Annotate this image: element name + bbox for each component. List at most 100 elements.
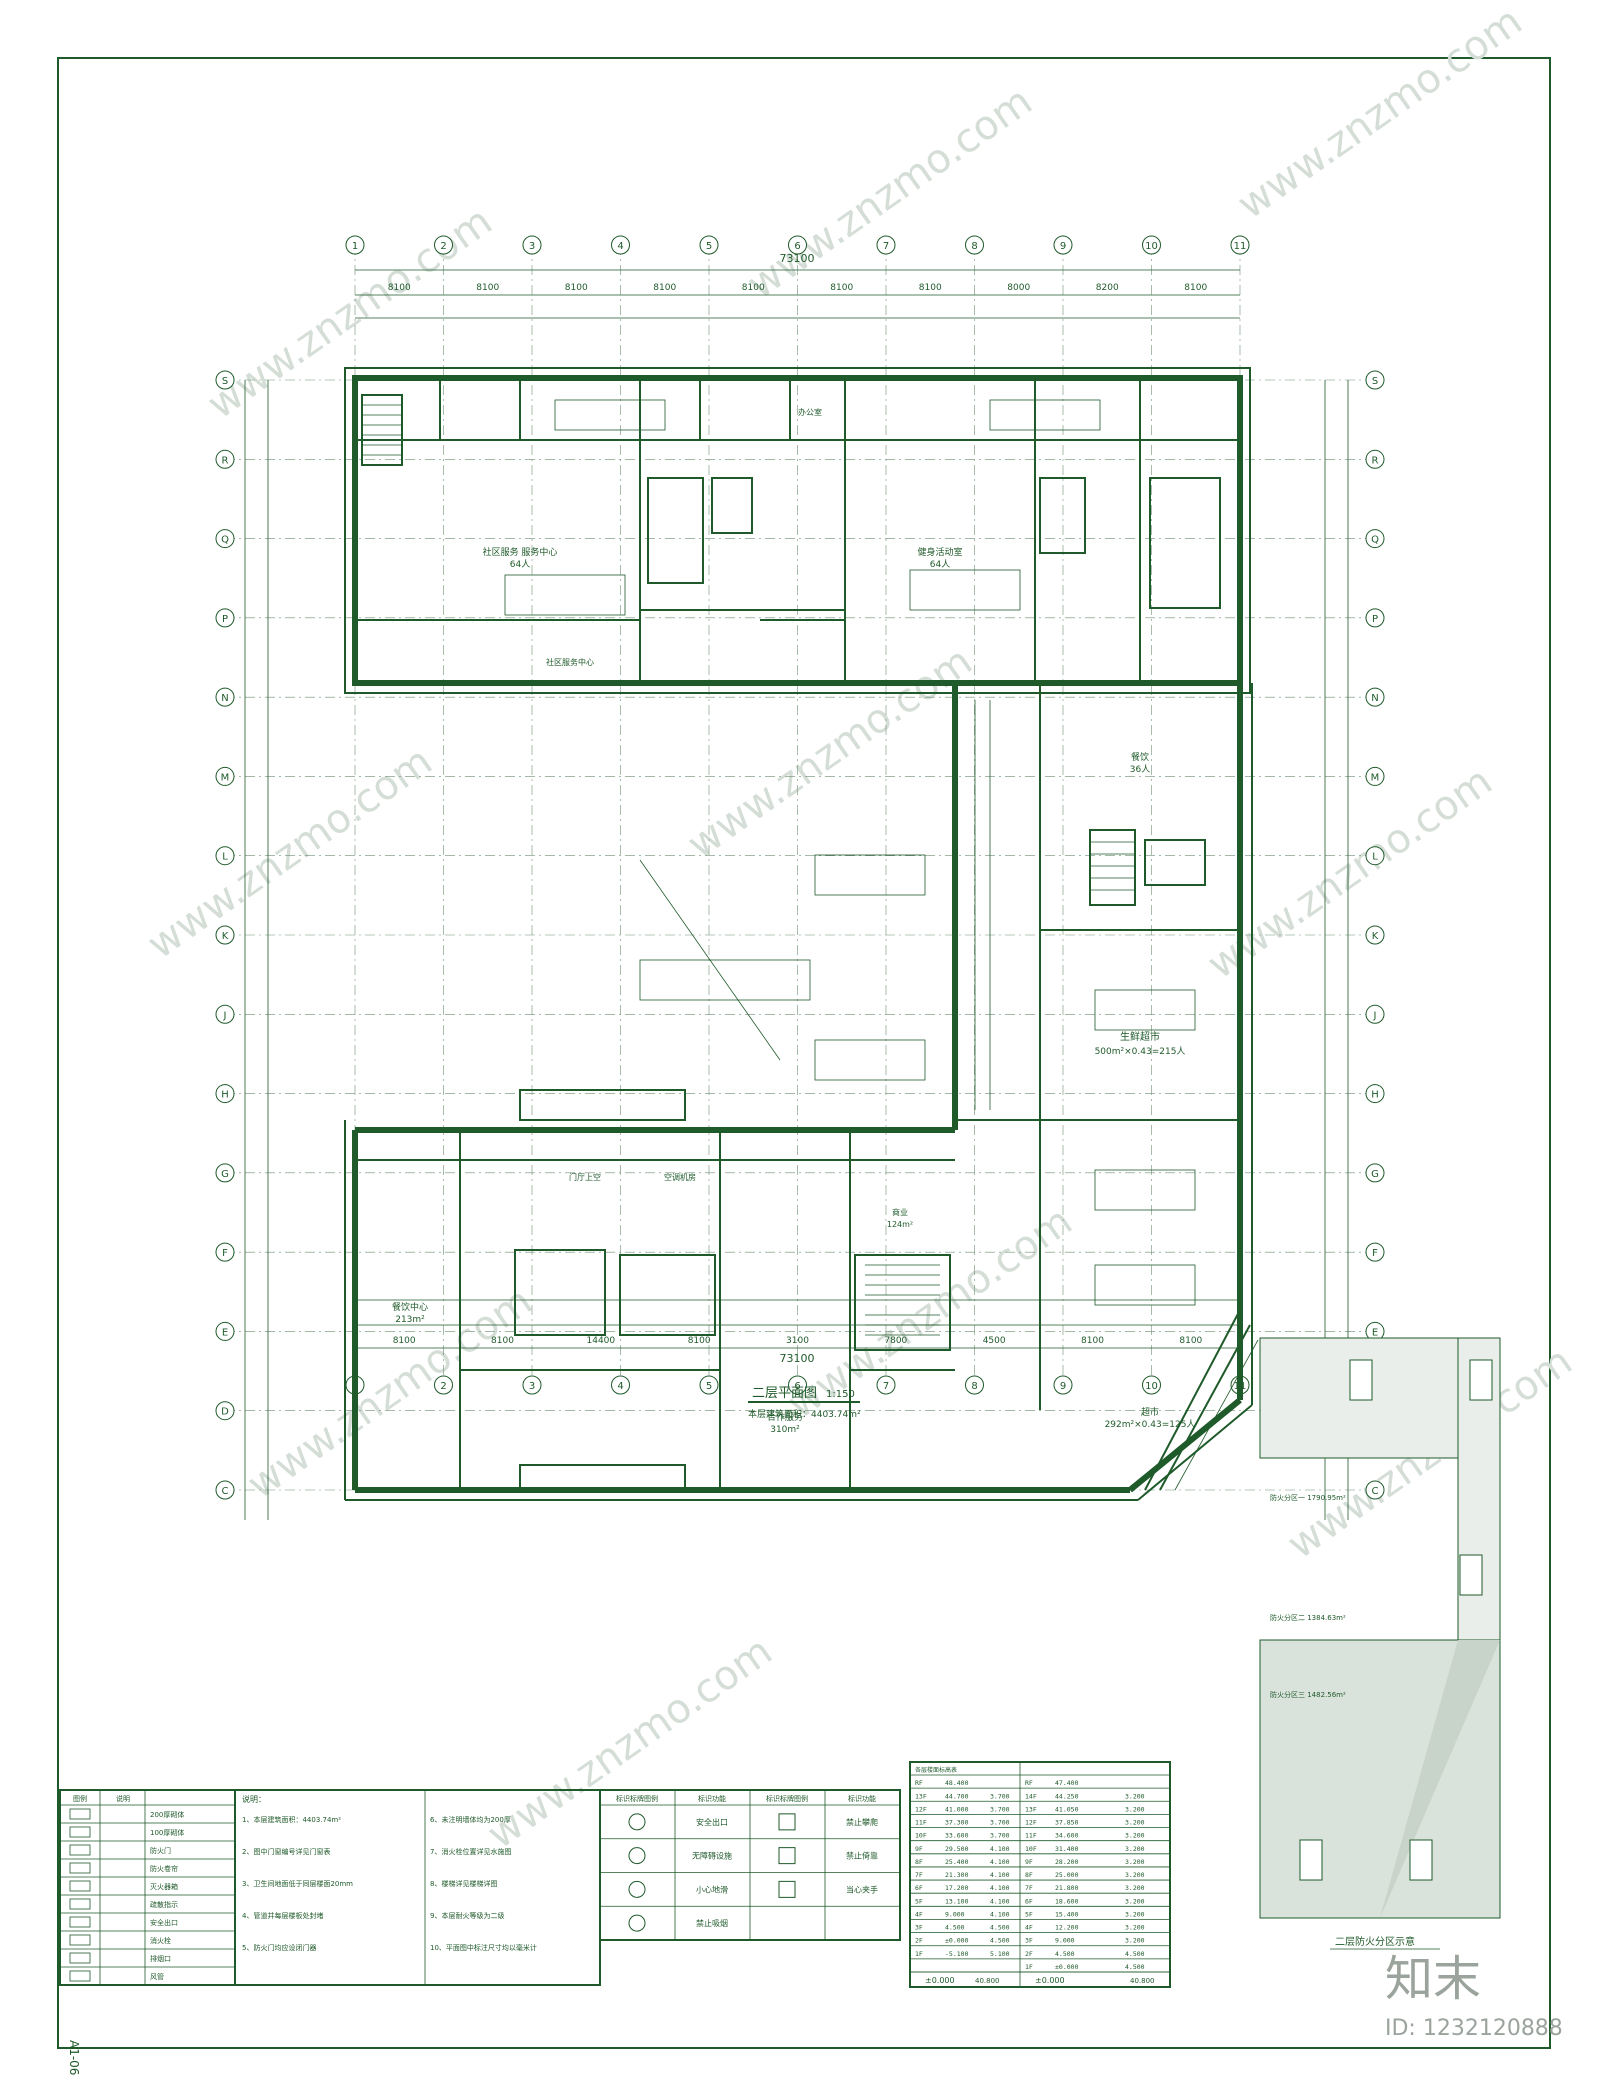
level-floor: 3F bbox=[915, 1924, 923, 1932]
column-bubble bbox=[876, 1375, 896, 1395]
row-axis-label: R bbox=[222, 455, 229, 466]
row-axis-label: S bbox=[222, 376, 228, 387]
bay-dimension: 8100 bbox=[830, 283, 853, 293]
level-elevation: 33.600 bbox=[945, 1832, 969, 1840]
level-height: 4.500 bbox=[990, 1937, 1010, 1945]
general-notes: 说明： 1、本层建筑面积：4403.74m²2、图中门窗编号详见门窗表3、卫生间… bbox=[234, 1789, 601, 1986]
row-axis-label: S bbox=[1372, 376, 1378, 387]
watermark-text: www.znzmo.com bbox=[739, 78, 1040, 308]
row-bubble bbox=[1365, 687, 1385, 707]
legend-symbol bbox=[69, 1898, 91, 1910]
row-bubble bbox=[1365, 925, 1385, 945]
row-axis-label: K bbox=[1372, 931, 1379, 942]
level-footer-right-value: 40.800 bbox=[1130, 1977, 1155, 1985]
bay-dimension: 8100 bbox=[1184, 283, 1207, 293]
level-height: 3.700 bbox=[990, 1832, 1010, 1840]
watermark-text: www.znzmo.com bbox=[779, 1198, 1080, 1428]
level-elevation: 44.700 bbox=[945, 1792, 969, 1800]
legend-symbol bbox=[69, 1916, 91, 1928]
level-floor: 10F bbox=[1025, 1845, 1037, 1853]
row-bubble bbox=[215, 529, 235, 549]
row-bubble bbox=[1365, 1163, 1385, 1183]
column-axis-label: 10 bbox=[1145, 241, 1158, 252]
row-axis-label: M bbox=[1371, 772, 1380, 783]
sign-header: 标识标牌图例 bbox=[616, 1794, 658, 1803]
sign-icon bbox=[778, 1813, 796, 1831]
north-wing-outline bbox=[352, 375, 1243, 686]
sign-function: 当心夹手 bbox=[846, 1884, 878, 1894]
column-bubble bbox=[434, 235, 453, 255]
sign-icon bbox=[778, 1847, 796, 1865]
level-floor: 13F bbox=[1025, 1805, 1037, 1813]
room-label: 合作服务 bbox=[767, 1411, 803, 1423]
row-axis-label: E bbox=[222, 1327, 228, 1338]
column-bubble bbox=[611, 235, 630, 255]
row-axis-bubbles: SSRRQQPPNNMMLLKKJJHHGGFFEEDDCC bbox=[215, 370, 1385, 1500]
bay-dimension: 4500 bbox=[983, 1336, 1006, 1346]
row-bubble bbox=[215, 687, 235, 707]
legend-item-label: 100厚砌体 bbox=[150, 1828, 184, 1837]
row-bubble bbox=[1365, 1242, 1385, 1262]
column-bubble bbox=[1142, 1375, 1161, 1395]
legend-symbol bbox=[69, 1844, 91, 1856]
row-axis-label: E bbox=[1372, 1327, 1378, 1338]
room-label: 社区服务 服务中心 bbox=[483, 546, 558, 558]
note-item: 1、本层建筑面积：4403.74m² bbox=[242, 1815, 341, 1824]
level-floor: 11F bbox=[1025, 1832, 1037, 1840]
level-elevation: 29.500 bbox=[945, 1845, 969, 1853]
bay-dimension: 8100 bbox=[393, 1336, 416, 1346]
north-west-stair bbox=[361, 394, 403, 466]
row-bubble bbox=[215, 1321, 235, 1341]
bay-dimension: 8200 bbox=[1096, 283, 1119, 293]
row-axis-label: F bbox=[222, 1248, 228, 1259]
bay-dimension: 8100 bbox=[688, 1336, 711, 1346]
row-bubble bbox=[215, 1480, 235, 1500]
legend-item-label: 200厚砌体 bbox=[150, 1810, 184, 1819]
row-bubble bbox=[1365, 1084, 1385, 1104]
legend-symbol bbox=[69, 1862, 91, 1874]
drawing-scale: 1:150 bbox=[826, 1389, 855, 1400]
room-occupancy: 310m² bbox=[770, 1425, 800, 1435]
level-elevation: ±0.000 bbox=[1055, 1963, 1079, 1971]
notes-items: 1、本层建筑面积：4403.74m²2、图中门窗编号详见门窗表3、卫生间地面低于… bbox=[242, 1815, 537, 1952]
level-height: 3.200 bbox=[1125, 1832, 1145, 1840]
column-bubble bbox=[522, 235, 542, 255]
row-axis-label: D bbox=[221, 1407, 229, 1418]
room-occupancy: 124m² bbox=[887, 1220, 913, 1229]
note-item: 4、管道井每层楼板处封堵 bbox=[242, 1911, 323, 1920]
row-axis-label: Q bbox=[1371, 535, 1379, 546]
level-elevation: 21.800 bbox=[1055, 1884, 1079, 1892]
bottom-total-dimension: 73100 bbox=[780, 1352, 815, 1365]
level-height: 4.100 bbox=[990, 1910, 1010, 1918]
level-floor: 12F bbox=[915, 1805, 927, 1813]
column-bubble bbox=[876, 235, 896, 255]
level-floor: 6F bbox=[915, 1884, 923, 1892]
column-bubble bbox=[345, 235, 365, 255]
row-bubble bbox=[215, 1084, 235, 1104]
note-item: 8、楼梯详见楼梯详图 bbox=[430, 1879, 497, 1888]
level-elevation: 9.000 bbox=[1055, 1937, 1075, 1945]
bay-dimension: 7800 bbox=[884, 1336, 907, 1346]
level-elevation: 4.500 bbox=[945, 1924, 965, 1932]
legend-item-label: 排烟口 bbox=[150, 1954, 171, 1963]
level-height: 4.500 bbox=[990, 1924, 1010, 1932]
level-elevation: -5.100 bbox=[945, 1950, 969, 1958]
level-height: 3.200 bbox=[1125, 1858, 1145, 1866]
room-occupancy: 64人 bbox=[930, 559, 950, 570]
south-stair-1 bbox=[514, 1249, 606, 1336]
row-bubble bbox=[215, 1401, 235, 1421]
room-label: 商业 bbox=[892, 1207, 908, 1217]
level-floor: 1F bbox=[1025, 1963, 1033, 1971]
row-bubble bbox=[215, 608, 235, 628]
row-bubble bbox=[1365, 766, 1385, 786]
notes-title: 说明： bbox=[242, 1794, 266, 1804]
row-axis-label: G bbox=[1371, 1169, 1379, 1180]
row-axis-label: Q bbox=[221, 535, 229, 546]
annotation-leaders bbox=[504, 399, 1196, 1306]
column-axis-label: 5 bbox=[706, 1381, 712, 1392]
row-axis-label: P bbox=[1372, 614, 1378, 625]
sign-header: 标识标牌图例 bbox=[766, 1794, 808, 1803]
sign-function: 小心地滑 bbox=[696, 1884, 728, 1894]
column-axis-label: 2 bbox=[440, 241, 446, 252]
